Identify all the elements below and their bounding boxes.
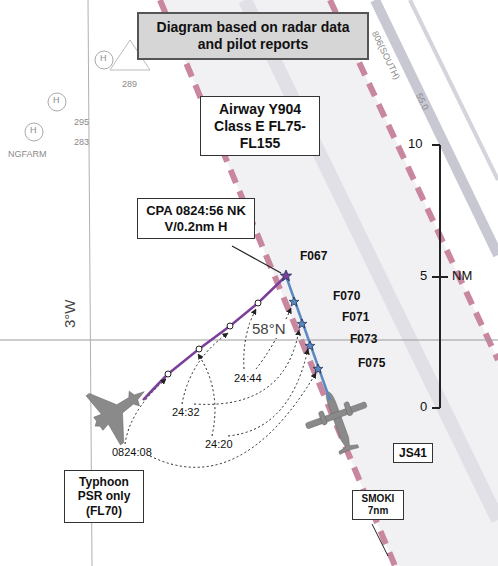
time-arrow — [125, 379, 166, 444]
engine — [344, 401, 353, 416]
scale-label: NM — [452, 269, 472, 283]
scale-tick — [432, 276, 448, 278]
flight-level: F067 — [300, 250, 327, 263]
airway-box: Airway Y904 Class E FL75-FL155 — [200, 96, 320, 156]
js41-silhouette — [298, 381, 380, 462]
scale-bar — [432, 145, 448, 408]
box-text: Typhoon PSR only (FL70) — [71, 475, 137, 518]
typhoon-silhouette — [78, 367, 162, 451]
map-label: 58°N — [250, 321, 288, 338]
track-points — [165, 300, 261, 377]
map-label: 289 — [122, 80, 137, 90]
map-label: 3°W — [62, 298, 79, 331]
heli-site — [25, 123, 43, 141]
map-label: 283 — [74, 138, 89, 148]
box-text: CPA 0824:56 NK V/0.2nm H — [146, 203, 246, 234]
heli-site — [95, 51, 113, 69]
time-arrow — [182, 333, 228, 404]
cpa-leader — [232, 246, 281, 273]
radar-star — [313, 364, 323, 373]
time-label: 0824:08 — [112, 446, 152, 458]
time-label: 24:32 — [172, 406, 200, 418]
time-label: 24:44 — [234, 372, 262, 384]
time-arrow — [244, 309, 256, 369]
heli-site — [48, 93, 66, 111]
airway-band — [160, 0, 498, 566]
radar-star — [305, 341, 315, 350]
radar-star — [289, 297, 299, 306]
time-arrow — [228, 349, 308, 436]
map-label: H — [100, 54, 107, 64]
scale-label: 10 — [408, 137, 422, 151]
track-point — [255, 300, 261, 306]
js41-track — [286, 276, 330, 400]
latitude-line — [0, 340, 498, 341]
cpa-box: CPA 0824:56 NK V/0.2nm H — [137, 198, 255, 239]
scale-label: 0 — [420, 400, 427, 414]
engine — [318, 411, 327, 426]
scale-label: 5 — [420, 269, 427, 283]
adjacent-airway — [375, 0, 498, 255]
box-text: SMOKI 7nm — [357, 493, 399, 517]
flight-level: F073 — [350, 333, 377, 346]
time-arrow — [256, 308, 291, 369]
flight-level: F071 — [342, 311, 369, 324]
box-text: Diagram based on radar data and pilot re… — [147, 19, 359, 53]
track-point — [227, 323, 233, 329]
smoki-leader — [372, 524, 388, 556]
cpa-star — [280, 270, 291, 281]
fuselage — [318, 388, 358, 454]
waypoint-box: SMOKI 7nm — [352, 490, 404, 520]
wing — [305, 402, 367, 430]
track-point — [196, 346, 202, 352]
time-label: 24:20 — [205, 438, 233, 450]
time-arrow — [150, 373, 316, 467]
time-arrow — [198, 354, 215, 436]
scale-tick — [432, 407, 440, 409]
aircraft-box: Typhoon PSR only (FL70) — [64, 470, 144, 523]
radar-star — [297, 319, 307, 328]
aircraft-box: JS41 — [393, 443, 433, 463]
track-point — [165, 371, 171, 377]
map-label: NGFARM — [8, 150, 47, 160]
airway-centre-band — [245, 0, 498, 520]
box-text: JS41 — [399, 446, 427, 460]
typhoon-track — [143, 276, 286, 400]
scale-tick — [432, 144, 440, 146]
map-label: H — [53, 96, 60, 106]
time-arrows — [125, 308, 316, 467]
adjacent-airway — [410, 0, 498, 180]
title-box: Diagram based on radar data and pilot re… — [137, 12, 369, 60]
time-arrow — [194, 330, 299, 404]
flight-level: F070 — [333, 290, 360, 303]
map-label: 295 — [74, 118, 89, 128]
map-label: H — [30, 126, 37, 136]
flight-level: F075 — [358, 357, 385, 370]
box-text: Airway Y904 Class E FL75-FL155 — [209, 101, 311, 151]
